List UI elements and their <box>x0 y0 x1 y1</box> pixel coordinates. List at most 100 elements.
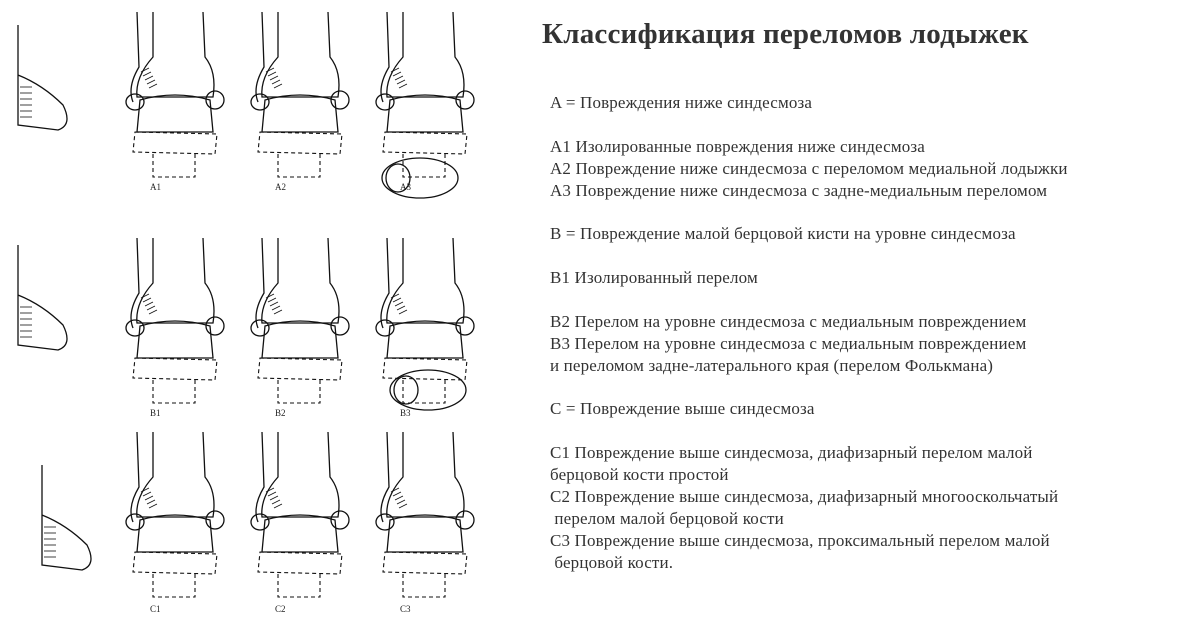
fibula <box>130 237 140 329</box>
fibula <box>380 431 390 523</box>
tibia <box>261 431 340 518</box>
hatch <box>142 297 152 303</box>
hatch <box>269 75 279 81</box>
side-view-b <box>17 245 68 351</box>
hatch <box>265 67 275 73</box>
side-view-c <box>41 465 92 571</box>
medial-malleolus <box>205 316 225 336</box>
hatch <box>273 83 283 89</box>
tibia <box>261 11 340 98</box>
fibula <box>130 11 140 103</box>
fibula <box>255 11 265 103</box>
hatch <box>267 491 277 497</box>
figure-label: A3 <box>400 182 411 192</box>
axial-fragment <box>385 163 411 193</box>
lateral-malleolus <box>250 513 270 531</box>
tibia <box>136 431 215 518</box>
page-title: Классификация переломов лодыжек <box>542 18 1029 50</box>
classification-line: B1 Изолированный перелом <box>550 268 758 288</box>
calcaneus-outline <box>257 131 343 155</box>
classification-line: A1 Изолированные повреждения ниже синдес… <box>550 136 925 156</box>
lateral-malleolus <box>250 319 270 337</box>
side-view-bone <box>17 25 68 131</box>
calcaneus-outline <box>382 131 468 155</box>
hatch <box>396 499 406 505</box>
hatch <box>390 293 400 299</box>
hatch <box>396 305 406 311</box>
medial-malleolus <box>455 90 475 110</box>
medial-malleolus <box>330 316 350 336</box>
hatch <box>394 301 404 307</box>
hatch <box>267 297 277 303</box>
tibia <box>386 11 465 98</box>
ankle-diagram-a1 <box>125 11 225 178</box>
hatch <box>398 503 408 509</box>
hatch <box>142 71 152 77</box>
foot-outline <box>152 574 196 598</box>
hatch <box>273 309 283 315</box>
axial-view <box>389 369 467 411</box>
fibula <box>380 11 390 103</box>
talus <box>136 514 214 553</box>
hatch <box>265 293 275 299</box>
hatch <box>148 83 158 89</box>
hatch <box>396 79 406 85</box>
classification-line: B3 Перелом на уровне синдесмоза с медиал… <box>550 333 1027 353</box>
talus <box>386 514 464 553</box>
classification-line: C3 Повреждение выше синдесмоза, проксима… <box>550 530 1050 550</box>
lateral-malleolus <box>125 93 145 111</box>
hatch <box>398 309 408 315</box>
lateral-malleolus <box>375 93 395 111</box>
hatch <box>273 503 283 509</box>
foot-outline <box>277 574 321 598</box>
talus <box>261 94 339 133</box>
hatch <box>146 305 156 311</box>
hatch <box>269 301 279 307</box>
hatch <box>271 79 281 85</box>
ankle-diagram-b3 <box>375 237 475 404</box>
ankle-diagram-c3 <box>375 431 475 598</box>
foot-outline <box>402 154 446 178</box>
hatch <box>148 503 158 509</box>
ankle-diagram-b1 <box>125 237 225 404</box>
ankle-diagram-c1 <box>125 431 225 598</box>
hatch <box>394 75 404 81</box>
ankle-diagram-c2 <box>250 431 350 598</box>
classification-line: берцовой кости простой <box>550 465 729 485</box>
spacer <box>550 245 1190 267</box>
ankle-diagram-a2 <box>250 11 350 178</box>
spacer <box>550 420 1190 442</box>
spacer <box>550 114 1190 136</box>
calcaneus-outline <box>132 357 218 381</box>
hatch <box>271 499 281 505</box>
talus <box>261 320 339 359</box>
tibia <box>136 11 215 98</box>
figure-label: C3 <box>400 604 411 614</box>
lateral-malleolus <box>125 319 145 337</box>
figure-label: A2 <box>275 182 286 192</box>
talus <box>261 514 339 553</box>
fibula <box>380 237 390 329</box>
hatch <box>140 67 150 73</box>
figure-label: C2 <box>275 604 286 614</box>
tibia <box>386 431 465 518</box>
tibia <box>261 237 340 324</box>
medial-malleolus <box>330 510 350 530</box>
medial-malleolus <box>205 510 225 530</box>
side-view-a <box>17 25 68 131</box>
hatch <box>392 71 402 77</box>
hatch <box>148 309 158 315</box>
foot-outline <box>402 380 446 404</box>
medial-malleolus <box>455 510 475 530</box>
side-view-bone <box>41 465 92 571</box>
lateral-malleolus <box>375 513 395 531</box>
hatch <box>140 293 150 299</box>
classification-line: C2 Повреждение выше синдесмоза, диафизар… <box>550 487 1059 507</box>
fibula <box>130 431 140 523</box>
medial-malleolus <box>205 90 225 110</box>
tibia <box>386 237 465 324</box>
classification-line: A3 Повреждение ниже синдесмоза с задне-м… <box>550 180 1048 200</box>
figure-label: B1 <box>150 408 161 418</box>
hatch <box>392 491 402 497</box>
lateral-malleolus <box>375 319 395 337</box>
